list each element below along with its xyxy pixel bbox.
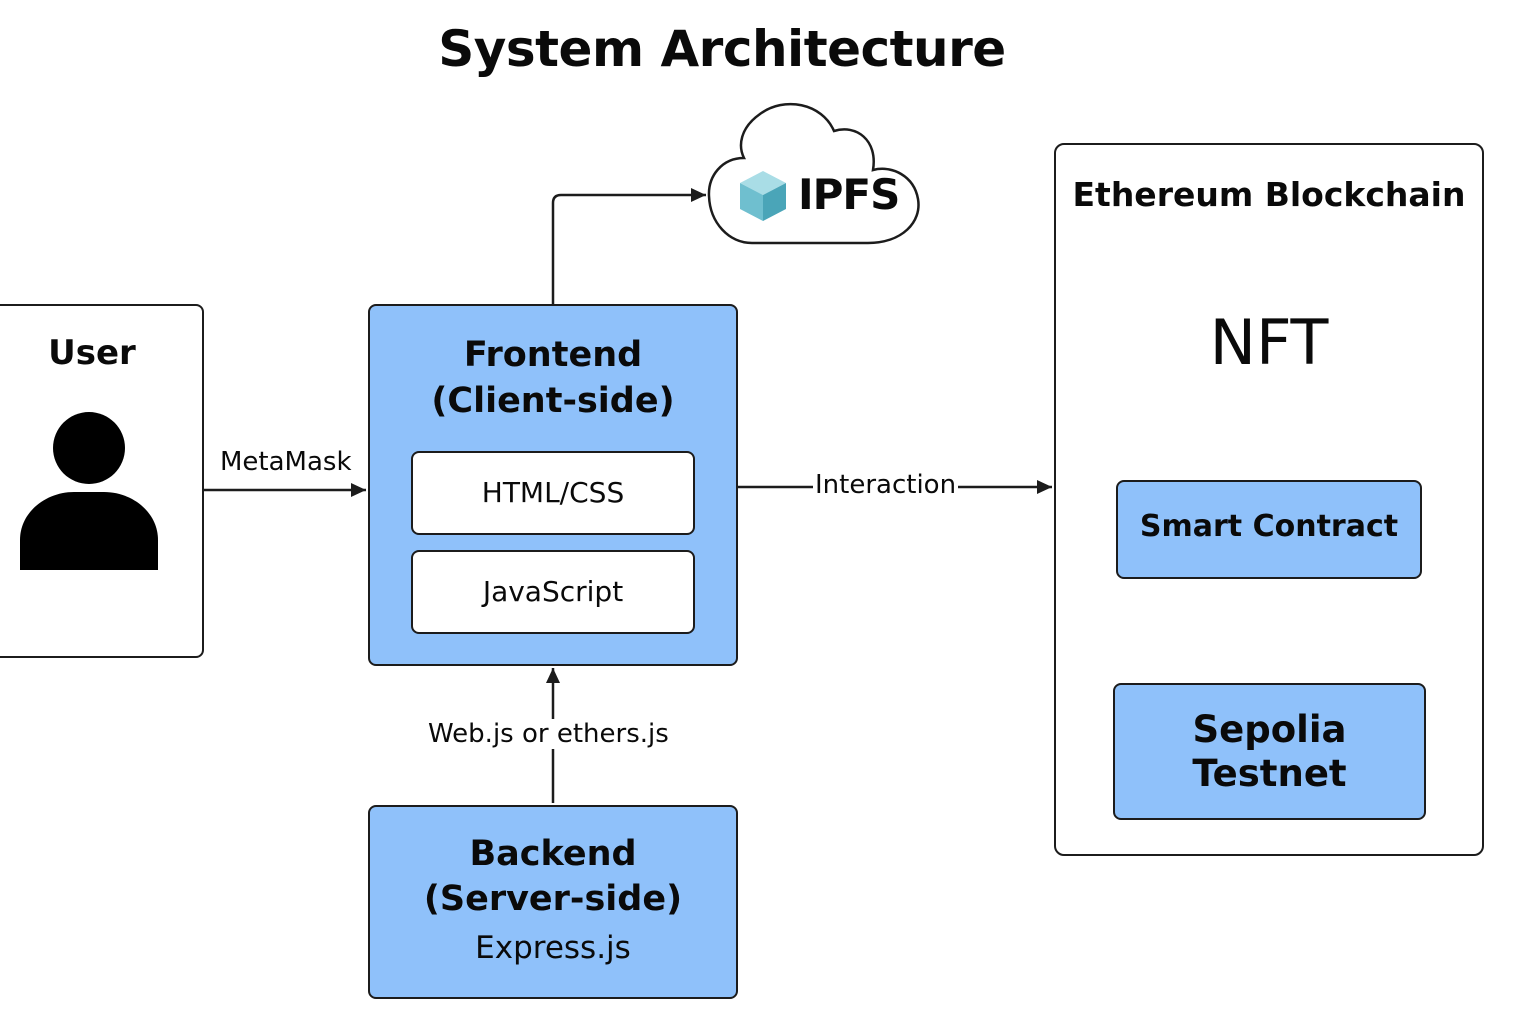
user-icon	[20, 412, 158, 570]
diagram-title: System Architecture	[438, 20, 1006, 78]
web3-edge-label: Web.js or ethers.js	[426, 719, 671, 749]
ipfs-cube-icon	[740, 171, 786, 221]
javascript-box: JavaScript	[411, 550, 695, 634]
user-label: User	[48, 333, 136, 373]
smart-contract-label: Smart Contract	[1139, 509, 1399, 544]
backend-subtitle: Express.js	[475, 930, 631, 966]
html-css-label: HTML/CSS	[481, 476, 625, 509]
testnet-line1: Sepolia	[1192, 708, 1347, 751]
frontend-title-line1: Frontend	[463, 335, 643, 375]
frontend-title: Frontend (Client-side)	[368, 332, 738, 424]
html-css-box: HTML/CSS	[411, 451, 695, 535]
frontend-title-line2: (Client-side)	[431, 381, 675, 421]
sepolia-testnet-box	[1113, 683, 1426, 820]
ethereum-title: Ethereum Blockchain	[1072, 175, 1466, 214]
sepolia-testnet-label: Sepolia Testnet	[1113, 708, 1426, 796]
metamask-edge-label: MetaMask	[218, 447, 354, 477]
backend-title-line2: (Server-side)	[423, 879, 683, 919]
ipfs-label: IPFS	[798, 170, 900, 219]
nft-label: NFT	[1209, 306, 1329, 379]
ipfs-arrow	[551, 188, 706, 304]
backend-title: Backend (Server-side)	[368, 832, 738, 922]
testnet-line2: Testnet	[1192, 752, 1347, 795]
smart-contract-box	[1116, 480, 1422, 579]
backend-box	[368, 805, 738, 999]
javascript-label: JavaScript	[482, 575, 624, 608]
backend-title-line1: Backend	[469, 834, 637, 874]
interaction-edge-label: Interaction	[813, 470, 959, 500]
